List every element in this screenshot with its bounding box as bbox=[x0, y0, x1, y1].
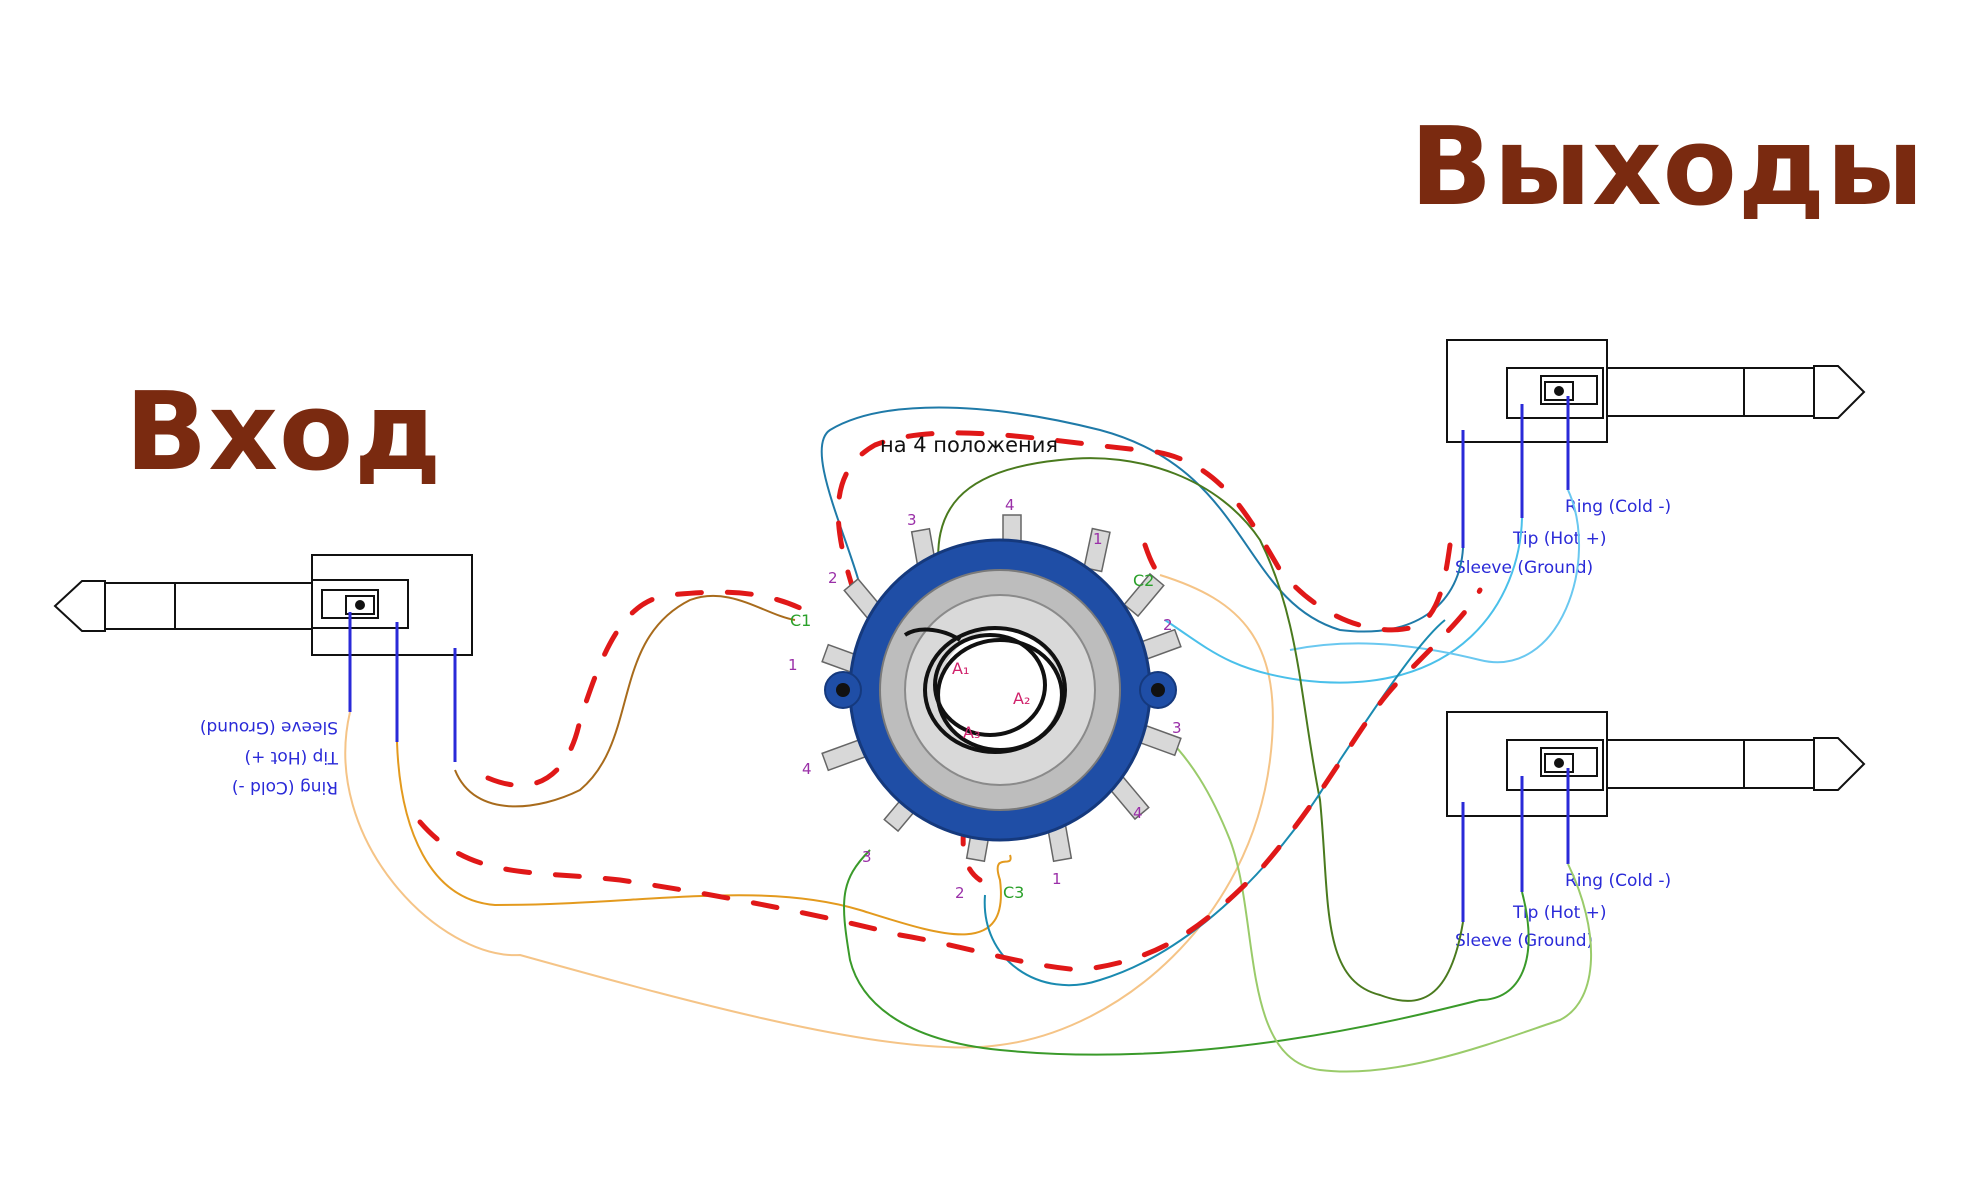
output-1-ring-label: Ring (Cold -) bbox=[1565, 497, 1671, 517]
wire-blue-top bbox=[820, 406, 1464, 633]
output-2-tip-label: Tip (Hot +) bbox=[1512, 903, 1607, 923]
output-2-ring-label: Ring (Cold -) bbox=[1565, 871, 1671, 891]
inner-a3: A₃ bbox=[963, 723, 980, 742]
input-jack bbox=[53, 554, 473, 656]
switch-inner-labels: A₁ A₂ A₃ bbox=[952, 659, 1030, 742]
rotary-switch bbox=[821, 514, 1182, 863]
input-tip-label: Tip (Hot +) bbox=[244, 747, 339, 767]
output-jack-1 bbox=[1446, 339, 1866, 443]
pos-bottom-left-3: 3 bbox=[862, 848, 872, 866]
wire-light-orange bbox=[344, 574, 1274, 1049]
pos-right-3: 3 bbox=[1172, 719, 1182, 737]
output-jack-2-pins bbox=[1461, 768, 1570, 922]
output-1-sleeve-label: Sleeve (Ground) bbox=[1455, 558, 1593, 578]
pos-right-2: 2 bbox=[1163, 616, 1173, 634]
input-jack-labels: Ring (Cold -) Tip (Hot +) Sleeve (Ground… bbox=[200, 717, 339, 797]
pos-left-4: 4 bbox=[802, 760, 812, 778]
pos-left-1: 1 bbox=[788, 656, 798, 674]
switch-common-labels: C1 C2 C3 bbox=[790, 571, 1154, 902]
switch-position-labels: 3 4 2 1 1 2 3 4 4 1 2 3 bbox=[788, 496, 1182, 902]
pos-bottom-2: 2 bbox=[955, 884, 965, 902]
input-jack-pins bbox=[348, 612, 457, 762]
wire-cyan bbox=[1164, 517, 1523, 684]
inner-a2: A₂ bbox=[1013, 689, 1030, 708]
wire-green bbox=[843, 849, 1530, 1056]
output-jack-1-pins bbox=[1461, 396, 1570, 548]
output-jack-2 bbox=[1446, 711, 1866, 817]
wire-orange bbox=[396, 741, 1012, 936]
common-c2: C2 bbox=[1133, 571, 1154, 590]
input-sleeve-label: Sleeve (Ground) bbox=[200, 717, 338, 737]
inner-a1: A₁ bbox=[952, 659, 969, 678]
output-2-sleeve-label: Sleeve (Ground) bbox=[1455, 931, 1593, 951]
input-ring-label: Ring (Cold -) bbox=[232, 777, 338, 797]
outputs-title: Выходы bbox=[1410, 105, 1925, 230]
output-1-tip-label: Tip (Hot +) bbox=[1512, 529, 1607, 549]
pos-top-3: 3 bbox=[907, 511, 917, 529]
wire-cyan-ring bbox=[1289, 489, 1581, 664]
pos-top-4: 4 bbox=[1005, 496, 1015, 514]
input-title: Вход bbox=[125, 370, 443, 495]
pos-left-2: 2 bbox=[828, 569, 838, 587]
pos-top-right-1: 1 bbox=[1093, 530, 1103, 548]
wire-light-green bbox=[1164, 734, 1592, 1073]
pos-bottom-1: 1 bbox=[1052, 870, 1062, 888]
switch-note: на 4 положения bbox=[880, 433, 1058, 457]
wire-dark-green bbox=[937, 457, 1464, 1002]
common-c3: C3 bbox=[1003, 883, 1024, 902]
wire-brown bbox=[454, 594, 796, 808]
pos-bottom-right-4: 4 bbox=[1133, 804, 1143, 822]
wires bbox=[344, 406, 1592, 1073]
scribble-center bbox=[903, 626, 1067, 754]
common-c1: C1 bbox=[790, 611, 811, 630]
